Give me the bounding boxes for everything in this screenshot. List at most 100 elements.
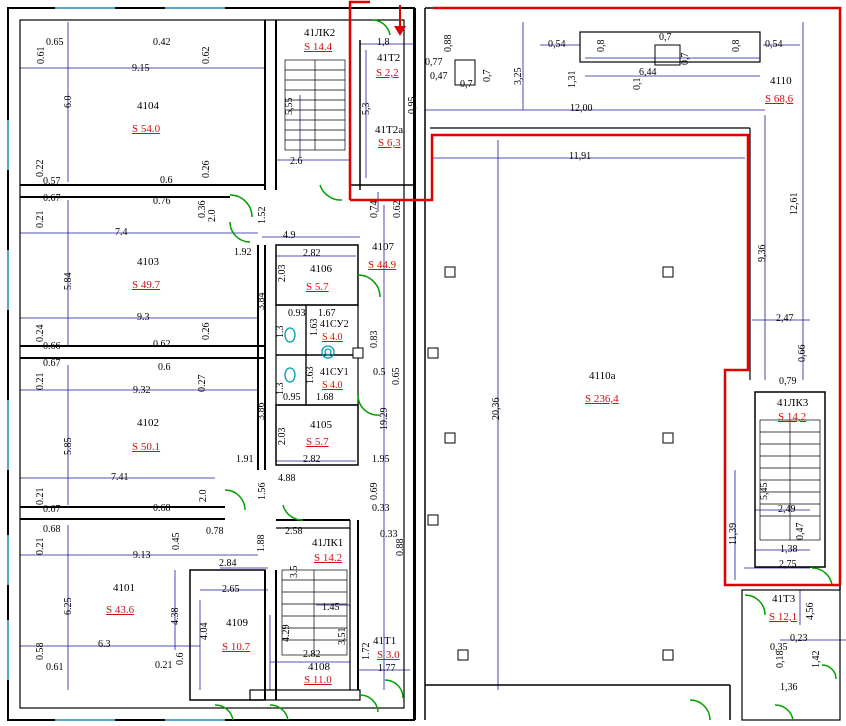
dim-label-vertical: 12,61 bbox=[789, 192, 800, 216]
dim-label: 2.82 bbox=[303, 649, 321, 660]
room-41t2-area: S 2,2 bbox=[376, 67, 399, 79]
room-4103-name: 4103 bbox=[137, 256, 159, 268]
dim-label: 9.15 bbox=[132, 63, 150, 74]
dim-label: 1,36 bbox=[780, 682, 798, 693]
dim-label-vertical: 2.0 bbox=[198, 489, 209, 503]
room-4105-name: 4105 bbox=[310, 419, 332, 431]
dim-label: 9.13 bbox=[133, 550, 151, 561]
stairs bbox=[281, 59, 821, 656]
dim-label: 0.67 bbox=[43, 193, 61, 204]
dim-label-vertical: 3.5 bbox=[289, 565, 300, 579]
dim-label: 1,8 bbox=[377, 37, 390, 48]
dim-label: 0.68 bbox=[43, 524, 61, 535]
dim-label-vertical: 0.21 bbox=[35, 537, 46, 556]
dim-label: 0,35 bbox=[770, 642, 788, 653]
room-41su1-name: 41СУ1 bbox=[320, 367, 349, 378]
dim-label: 0,23 bbox=[790, 633, 808, 644]
dim-label: 0.66 bbox=[43, 341, 61, 352]
dim-label: 0.61 bbox=[46, 662, 64, 673]
room-4107-name: 4107 bbox=[372, 241, 394, 253]
dim-label-vertical: 3.51 bbox=[337, 627, 348, 646]
dim-label-vertical: 0.62 bbox=[201, 46, 212, 65]
dim-label-vertical: 0,95 bbox=[407, 96, 418, 115]
room-41lk2-name: 41ЛК2 bbox=[304, 27, 336, 39]
dim-label: 0.42 bbox=[153, 37, 171, 48]
dim-label: 2,49 bbox=[778, 504, 796, 515]
dim-label: 1.77 bbox=[378, 663, 396, 674]
dim-label: 7.41 bbox=[111, 472, 129, 483]
dim-label-vertical: 0.22 bbox=[35, 159, 46, 178]
room-41su1-area: S 4.0 bbox=[322, 380, 343, 391]
dim-label-vertical: 0.24 bbox=[35, 324, 46, 343]
dim-label-vertical: 0.21 bbox=[35, 372, 46, 391]
dim-label-vertical: 3.84 bbox=[256, 292, 267, 311]
dim-label: 11,91 bbox=[569, 151, 592, 162]
dim-label-vertical: 0.27 bbox=[197, 374, 208, 393]
dim-label-vertical: 4,56 bbox=[805, 602, 816, 621]
dim-label-vertical: 0,47 bbox=[795, 522, 806, 541]
dim-label-vertical: 6.0 bbox=[63, 95, 74, 109]
dim-label: 6,44 bbox=[639, 67, 657, 78]
dim-label-vertical: 0,7 bbox=[680, 52, 691, 66]
dim-label-vertical: 1.56 bbox=[257, 482, 268, 501]
dim-label: 1.68 bbox=[316, 392, 334, 403]
dim-label: 0,77 bbox=[425, 57, 443, 68]
dim-label-vertical: 1.3 bbox=[275, 325, 286, 339]
dim-label-vertical: 0.21 bbox=[35, 487, 46, 506]
dim-label: 0.76 bbox=[153, 196, 171, 207]
room-41t2a-area: S 6,3 bbox=[378, 137, 401, 149]
room-41t2a-name: 41Т2а bbox=[375, 124, 404, 136]
dim-label: 0.33 bbox=[380, 529, 398, 540]
dim-label: 0.65 bbox=[46, 37, 64, 48]
dim-label-vertical: 0.62 bbox=[392, 200, 403, 219]
dim-label-vertical: 0.74 bbox=[369, 200, 380, 219]
dim-label-vertical: 1.72 bbox=[361, 642, 372, 661]
dim-label-vertical: 0.45 bbox=[171, 532, 182, 551]
room-4110-area: S 68,6 bbox=[765, 93, 794, 105]
room-41lk1-area: S 14.2 bbox=[314, 552, 343, 564]
dimension-lines bbox=[20, 22, 846, 690]
room-41lk2-area: S 14.4 bbox=[304, 41, 333, 53]
dim-label: 0,7 bbox=[460, 79, 473, 90]
dim-label-vertical: 0.69 bbox=[369, 482, 380, 501]
room-41lk3-name: 41ЛК3 bbox=[777, 397, 809, 409]
dim-label: 2.65 bbox=[222, 584, 240, 595]
dim-label-vertical: 0.65 bbox=[391, 367, 402, 386]
dim-label: 0.21 bbox=[155, 660, 173, 671]
dim-label: 0.6 bbox=[160, 175, 173, 186]
dim-label: 0,47 bbox=[430, 71, 448, 82]
dim-label: 1.45 bbox=[322, 602, 340, 613]
dim-label: 12,00 bbox=[570, 103, 593, 114]
room-4102-area: S 50.1 bbox=[132, 441, 161, 453]
dim-label-vertical: 5.84 bbox=[63, 272, 74, 291]
dim-label: 2.84 bbox=[219, 558, 237, 569]
dim-label: 7.4 bbox=[115, 227, 128, 238]
dim-label-vertical: 4.04 bbox=[199, 622, 210, 641]
dim-label: 0,54 bbox=[548, 39, 566, 50]
dim-label-vertical: 1.88 bbox=[256, 534, 267, 553]
dim-label: 1.95 bbox=[372, 454, 390, 465]
dim-label-vertical: 0,88 bbox=[443, 34, 454, 53]
dim-label: 0,54 bbox=[765, 39, 783, 50]
dim-label: 0.95 bbox=[283, 392, 301, 403]
dim-label: 6.3 bbox=[98, 639, 111, 650]
room-4106-name: 4106 bbox=[310, 263, 332, 275]
dim-label-vertical: 19.29 bbox=[379, 407, 390, 431]
dim-label-vertical: 1.3 bbox=[275, 382, 286, 396]
room-4107-area: S 44.9 bbox=[368, 259, 397, 271]
dim-label-vertical: 0.58 bbox=[35, 642, 46, 661]
room-4104-name: 4104 bbox=[137, 100, 159, 112]
room-41lk1-name: 41ЛК1 bbox=[312, 537, 344, 549]
plumbing-fixtures bbox=[284, 327, 335, 383]
dim-label-vertical: 4.29 bbox=[281, 624, 292, 643]
room-4101-area: S 43.6 bbox=[106, 604, 135, 616]
dim-label: 1.67 bbox=[318, 308, 336, 319]
room-4110a-name: 4110а bbox=[589, 370, 616, 382]
dim-label: 2.82 bbox=[303, 248, 321, 259]
room-4102-name: 4102 bbox=[137, 417, 159, 429]
dim-label: 9.3 bbox=[137, 312, 150, 323]
dim-label: 0.57 bbox=[43, 176, 61, 187]
room-41su2-name: 41СУ2 bbox=[320, 319, 349, 330]
dim-label-vertical: 0,7 bbox=[482, 69, 493, 83]
room-41t3-area: S 12,1 bbox=[769, 611, 798, 623]
